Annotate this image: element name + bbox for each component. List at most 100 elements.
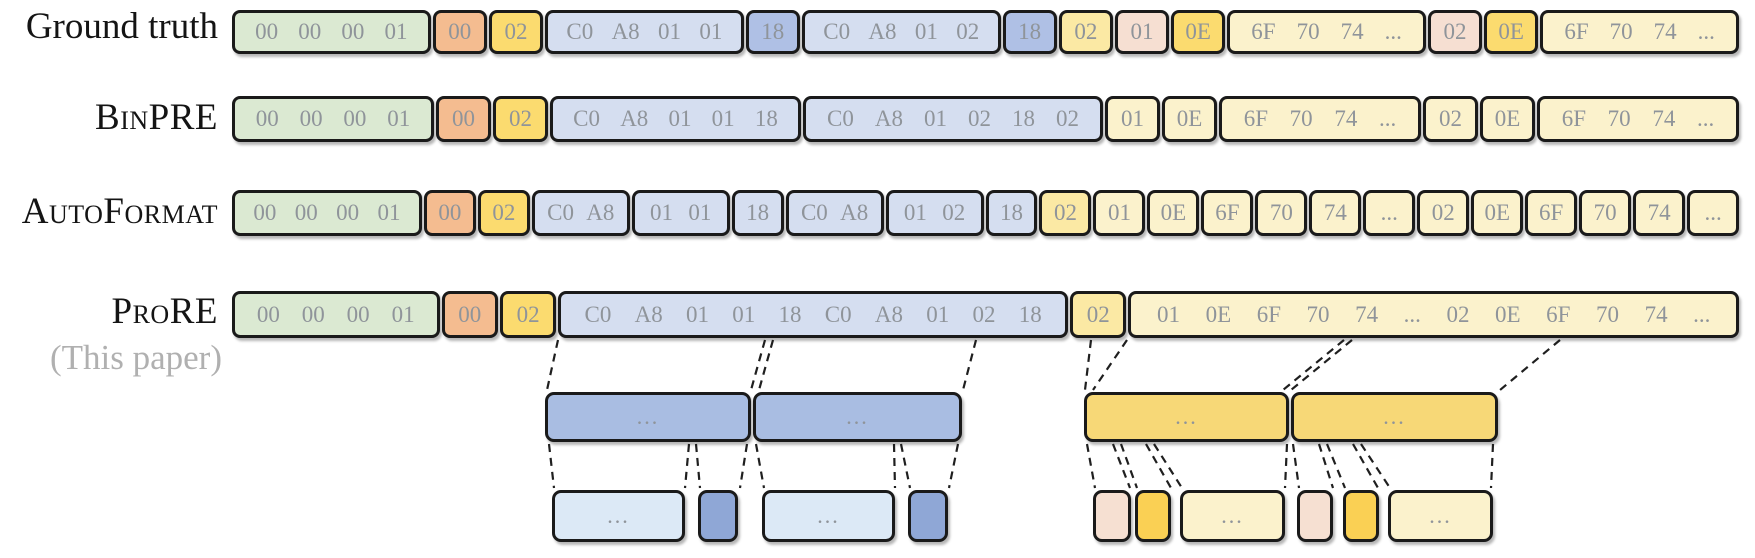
- field-box: 02: [499, 291, 557, 338]
- byte-value: ...: [1704, 200, 1722, 225]
- byte-value: 01: [699, 19, 723, 44]
- byte-value: 00: [299, 106, 323, 131]
- field-box: 02: [1423, 96, 1478, 142]
- hierarchy-level2-box: ...: [545, 392, 751, 442]
- byte-value: 00: [438, 200, 462, 225]
- byte-value: 02: [1446, 301, 1470, 327]
- byte-value: 02: [504, 19, 528, 44]
- byte-value: 01: [914, 19, 938, 44]
- byte-value: 00: [255, 19, 279, 44]
- field-box: 02: [1417, 190, 1470, 236]
- byte-value: 00: [343, 106, 367, 131]
- byte-value: 01: [1107, 200, 1131, 225]
- byte-value: 01: [1130, 19, 1154, 44]
- byte-value: 74: [1653, 19, 1677, 44]
- byte-value: 70: [1596, 301, 1620, 327]
- byte-value: 00: [301, 301, 325, 327]
- byte-value: 02: [1439, 106, 1462, 131]
- field-box: 70: [1579, 190, 1632, 236]
- byte-value: 01: [688, 200, 712, 225]
- byte-value: 01: [658, 19, 682, 44]
- row-label-prore: ProRE: [111, 291, 218, 332]
- byte-value: 74: [1334, 106, 1358, 131]
- row-label-binpre: BinPRE: [95, 97, 218, 138]
- byte-value: 18: [761, 19, 785, 44]
- byte-value: A8: [620, 106, 649, 131]
- field-box: 00: [436, 96, 491, 142]
- byte-value: 02: [1055, 106, 1079, 131]
- hierarchy-level3-box: ...: [1180, 490, 1285, 542]
- byte-value: ...: [1697, 106, 1715, 131]
- byte-value: 01: [711, 106, 735, 131]
- field-box: 02: [1427, 10, 1483, 54]
- hierarchy-level3-box: ...: [1388, 490, 1493, 542]
- hierarchy-level2-box: ...: [1084, 392, 1289, 442]
- field-box: 18: [731, 190, 784, 236]
- byte-value: A8: [868, 19, 897, 44]
- byte-value: ...: [1697, 19, 1715, 44]
- byte-value: A8: [634, 301, 663, 327]
- byte-value: 70: [1609, 19, 1633, 44]
- byte-value: C0: [584, 301, 612, 327]
- byte-value: C0: [566, 19, 594, 44]
- byte-value: 01: [732, 301, 756, 327]
- byte-value: A8: [874, 301, 903, 327]
- byte-value: 6F: [1256, 301, 1281, 327]
- hierarchy-level3-box: ...: [552, 490, 685, 542]
- field-box: 02: [1070, 291, 1127, 338]
- byte-value: 0E: [1160, 200, 1187, 225]
- field-box: 74: [1633, 190, 1686, 236]
- byte-value: 70: [1269, 200, 1293, 225]
- byte-value: 70: [1296, 19, 1320, 44]
- byte-value: 01: [377, 200, 401, 225]
- field-box: 74: [1309, 190, 1362, 236]
- byte-value: 02: [1443, 19, 1467, 44]
- byte-value: 18: [1000, 200, 1023, 225]
- byte-value: 18: [1018, 301, 1042, 327]
- field-box: 18: [745, 10, 800, 54]
- byte-value: ...: [1693, 301, 1711, 327]
- field-box: 02: [477, 190, 530, 236]
- field-box: 0E: [1480, 96, 1535, 142]
- byte-value: 02: [1086, 301, 1110, 327]
- byte-value: 18: [754, 106, 778, 131]
- byte-value: 02: [1074, 19, 1098, 44]
- field-box: ...: [1363, 190, 1416, 236]
- byte-value: 02: [492, 200, 516, 225]
- byte-value: 18: [1011, 106, 1035, 131]
- byte-value: 6F: [1546, 301, 1571, 327]
- byte-value: A8: [586, 200, 615, 225]
- field-box: 02: [1058, 10, 1113, 54]
- byte-value: 00: [341, 19, 365, 44]
- field-box: 02: [493, 96, 548, 142]
- byte-value: 74: [1340, 19, 1364, 44]
- hierarchy-level3-box: [698, 490, 738, 542]
- byte-value: 0E: [1205, 301, 1232, 327]
- field-box: 18: [1002, 10, 1057, 54]
- byte-value: 00: [256, 301, 280, 327]
- field-box: 02: [1039, 190, 1092, 236]
- field-box: 0E: [1471, 190, 1524, 236]
- byte-value: 00: [346, 301, 370, 327]
- byte-value: 18: [1018, 19, 1042, 44]
- hierarchy-level3-box: [1343, 490, 1379, 542]
- byte-value: 00: [255, 106, 279, 131]
- byte-value: 74: [1647, 200, 1671, 225]
- byte-value: 00: [336, 200, 360, 225]
- field-box: 00: [423, 190, 476, 236]
- byte-value: 02: [509, 106, 532, 131]
- byte-value: 6F: [1243, 106, 1268, 131]
- hierarchy-level3-box: [1297, 490, 1333, 542]
- byte-value: A8: [840, 200, 869, 225]
- byte-value: 0E: [1495, 301, 1521, 327]
- field-box: 02: [488, 10, 544, 54]
